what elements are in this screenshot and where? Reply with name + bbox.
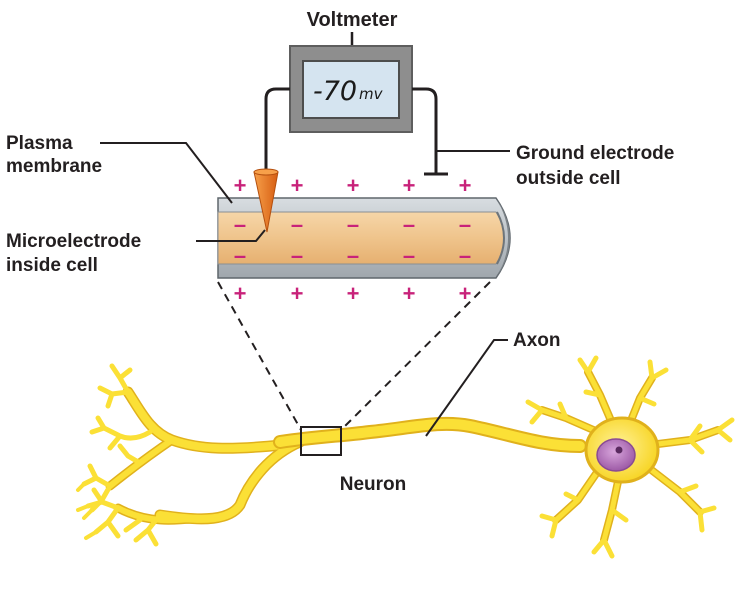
negative-charge: – <box>459 243 471 268</box>
microelectrode-leader <box>196 229 266 242</box>
axon-shaft <box>275 418 585 451</box>
positive-charge: + <box>291 173 304 198</box>
positive-charge: + <box>403 173 416 198</box>
ground-electrode-label-line2: outside cell <box>516 168 621 189</box>
zoom-box <box>300 426 342 456</box>
voltmeter-display <box>302 60 400 119</box>
negative-charge: – <box>291 243 303 268</box>
zoom-line-right <box>340 281 491 431</box>
plasma-membrane-label-line2: membrane <box>6 156 102 177</box>
microelectrode-label-line2: inside cell <box>6 255 98 276</box>
negative-charge: – <box>347 212 359 237</box>
negative-charge: – <box>459 212 471 237</box>
microelectrode-top <box>253 168 279 176</box>
label-plasma-membrane: Plasma membrane <box>6 133 233 204</box>
negative-charge: – <box>347 243 359 268</box>
soma-dendrites <box>525 355 735 559</box>
zoom-indicator <box>217 281 491 431</box>
nucleolus <box>615 446 623 454</box>
voltmeter-reading-value: -70 <box>313 76 357 107</box>
membrane-end-cap <box>496 198 510 278</box>
negative-charge: – <box>291 212 303 237</box>
axon-leader <box>425 339 508 437</box>
outside-charges-top: + + + + + <box>234 173 472 198</box>
microelectrode-wire <box>264 87 290 172</box>
nucleus <box>596 438 636 472</box>
ground-wire <box>412 87 438 174</box>
negative-charge: – <box>234 212 246 237</box>
positive-charge: + <box>234 173 247 198</box>
label-microelectrode: Microelectrode inside cell <box>6 229 266 276</box>
outside-charges-bottom: + + + + + <box>234 281 472 306</box>
membrane-end-cap-inner <box>496 211 505 265</box>
positive-charge: + <box>459 173 472 198</box>
microelectrode-label-line1: Microelectrode <box>6 231 141 252</box>
negative-charge: – <box>234 243 246 268</box>
plasma-membrane-leader <box>100 142 233 204</box>
plasma-membrane-label-line1: Plasma <box>6 133 73 154</box>
inside-charges-bottom: – – – – – <box>234 243 471 268</box>
label-ground-electrode: Ground electrode outside cell <box>436 143 674 189</box>
voltmeter-title: Voltmeter <box>307 9 398 31</box>
neuron-label: Neuron <box>340 474 407 495</box>
neuron <box>76 355 735 559</box>
positive-charge: + <box>347 281 360 306</box>
positive-charge: + <box>291 281 304 306</box>
positive-charge: + <box>403 281 416 306</box>
dendrites-left <box>76 363 304 547</box>
axon-segment <box>217 197 511 279</box>
zoom-line-left <box>217 281 302 431</box>
positive-charge: + <box>234 281 247 306</box>
negative-charge: – <box>403 212 415 237</box>
axon-label: Axon <box>513 330 561 351</box>
negative-charge: – <box>403 243 415 268</box>
inside-charges-top: – – – – – <box>234 212 471 237</box>
wires <box>264 87 448 176</box>
voltmeter: Voltmeter -70 mv <box>289 9 413 133</box>
voltmeter-reading-unit: mv <box>359 85 384 103</box>
positive-charge: + <box>459 281 472 306</box>
positive-charge: + <box>347 173 360 198</box>
ground-electrode-label-line1: Ground electrode <box>516 143 674 164</box>
label-axon: Axon <box>425 330 561 437</box>
